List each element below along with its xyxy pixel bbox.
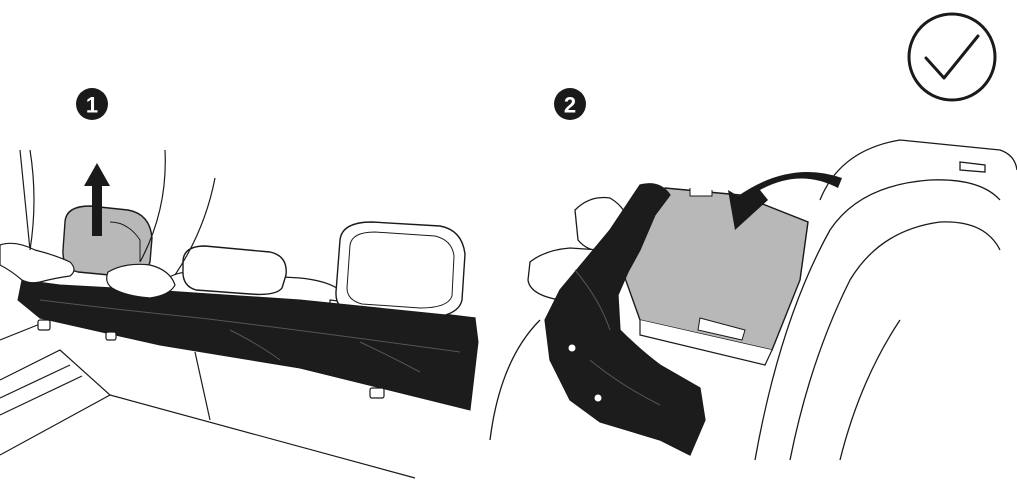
step-1-panel: 1 [0, 88, 478, 478]
checkmark-circle-icon [909, 14, 995, 100]
step-2-number: 2 [564, 93, 576, 118]
left-hand [0, 150, 74, 283]
rear-seat-side [755, 140, 1017, 460]
headrest-right [336, 222, 465, 318]
headrest-center [183, 246, 286, 294]
step-2-badge: 2 [554, 88, 586, 120]
step-1-number: 1 [86, 93, 98, 118]
step-1-badge: 1 [76, 88, 108, 120]
step-2-panel: 2 [490, 14, 1017, 460]
